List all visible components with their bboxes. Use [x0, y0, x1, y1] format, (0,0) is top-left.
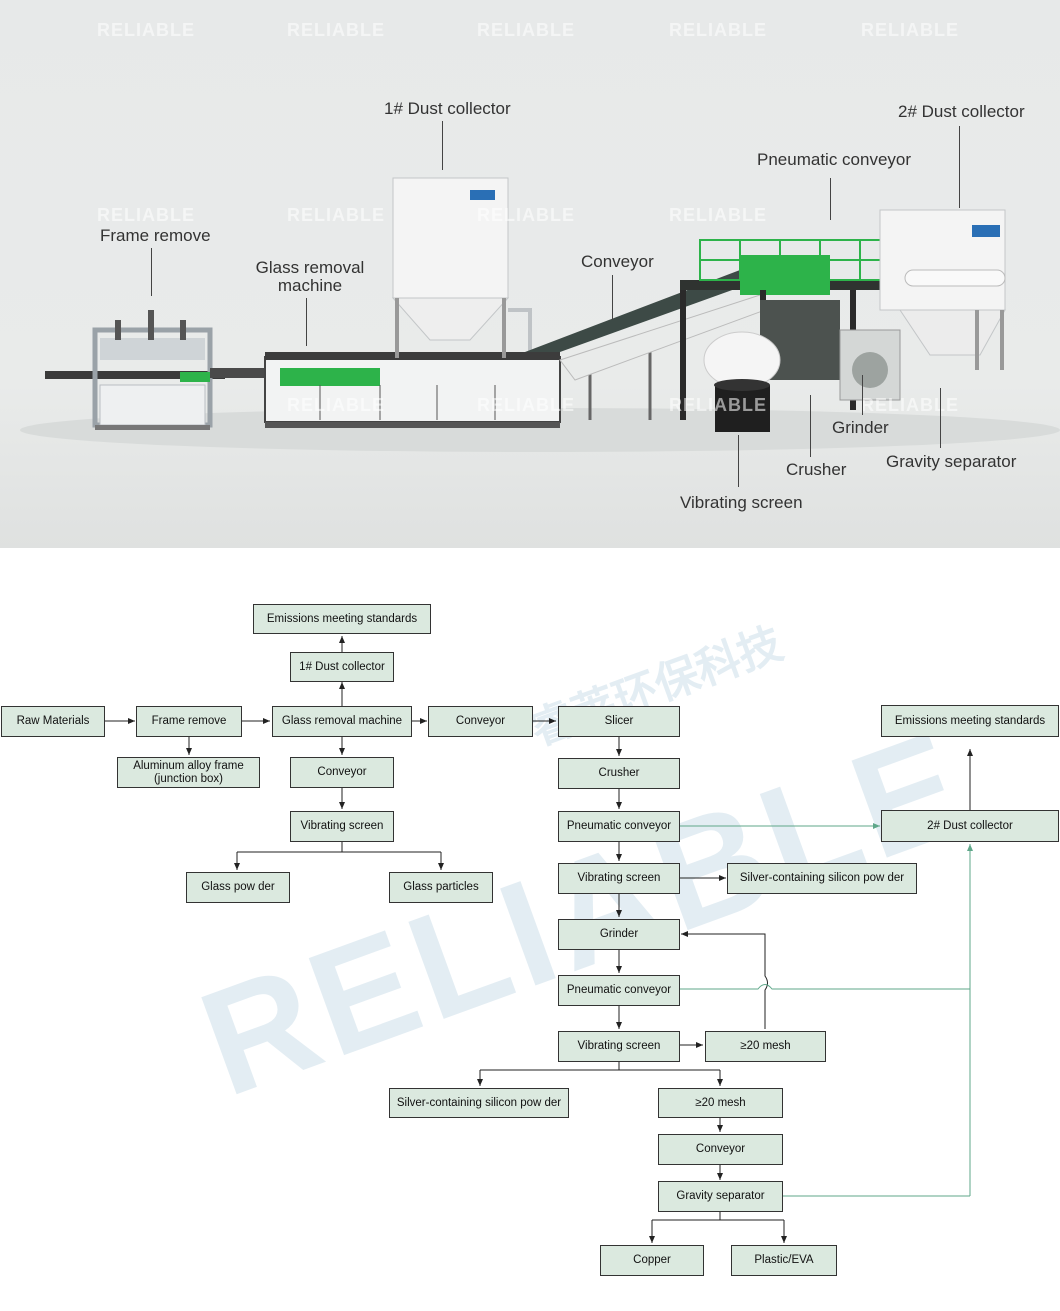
brand-watermark: RELIABLE [669, 205, 767, 225]
label-glass-removal: Glass removal machine [240, 259, 380, 295]
brand-watermark: RELIABLE [287, 20, 385, 40]
leader-line [810, 395, 811, 457]
box-grinder: Grinder [558, 919, 680, 950]
equipment-illustration: RELIABLE RELIABLE RELIABLE RELIABLE RELI… [0, 0, 1060, 548]
leader-line [738, 435, 739, 487]
incline-conveyor [525, 270, 766, 420]
box-mesh-a: ≥20 mesh [705, 1031, 826, 1062]
brand-watermark: RELIABLE [477, 205, 575, 225]
box-frame-remove: Frame remove [136, 706, 242, 737]
label-grinder: Grinder [832, 418, 889, 437]
box-conveyor-c: Conveyor [658, 1134, 783, 1165]
box-conveyor-b: Conveyor [290, 757, 394, 788]
box-pneumatic-conveyor-1: Pneumatic conveyor [558, 811, 680, 842]
frame-remove-machine [45, 310, 225, 430]
flow-connectors [105, 636, 973, 1243]
leader-line [151, 248, 152, 296]
box-vibrating-screen-2: Vibrating screen [558, 863, 680, 894]
leader-line [830, 178, 831, 220]
box-vibrating-screen-1: Vibrating screen [290, 811, 394, 842]
brand-watermark: RELIABLE [97, 20, 195, 40]
dust-collector-1 [391, 177, 532, 358]
leader-line [862, 375, 863, 415]
box-glass-powder: Glass pow der [186, 872, 290, 903]
brand-watermark: RELIABLE [669, 395, 767, 415]
box-dust-collector-1: 1# Dust collector [290, 652, 394, 682]
leader-line [442, 121, 443, 170]
box-emissions-1: Emissions meeting standards [253, 604, 431, 634]
brand-watermark: RELIABLE [861, 395, 959, 415]
glass-removal-machine [264, 352, 561, 428]
crushing-platform [680, 239, 901, 420]
label-frame-remove: Frame remove [100, 226, 211, 245]
box-slicer: Slicer [558, 706, 680, 737]
leader-line [940, 388, 941, 448]
box-glass-removal: Glass removal machine [272, 706, 412, 737]
box-pneumatic-conveyor-2: Pneumatic conveyor [558, 975, 680, 1006]
box-mesh-b: ≥20 mesh [658, 1088, 783, 1118]
box-crusher: Crusher [558, 758, 680, 789]
label-conveyor: Conveyor [581, 252, 654, 271]
box-plastic-eva: Plastic/EVA [731, 1245, 837, 1276]
brand-watermark: RELIABLE [477, 20, 575, 40]
label-dust-collector-2: 2# Dust collector [898, 102, 1025, 121]
box-aluminum-frame: Aluminum alloy frame (junction box) [117, 757, 260, 788]
label-gravity-separator: Gravity separator [886, 452, 1017, 471]
box-vibrating-screen-3: Vibrating screen [558, 1031, 680, 1062]
box-conveyor-a: Conveyor [428, 706, 533, 737]
brand-watermark: RELIABLE [287, 205, 385, 225]
box-glass-particles: Glass particles [389, 872, 493, 903]
box-silver-powder-2: Silver-containing silicon pow der [389, 1088, 569, 1118]
label-glass-removal-line2: machine [277, 276, 343, 295]
box-silver-powder-1: Silver-containing silicon pow der [727, 863, 917, 894]
label-vibrating-screen: Vibrating screen [680, 493, 803, 512]
vibrating-screen-unit [703, 331, 781, 432]
process-flowchart: RELIABLE 睿莱环保科技 [0, 548, 1060, 1311]
label-dust-collector-1: 1# Dust collector [384, 99, 511, 118]
leader-line [612, 275, 613, 320]
production-line-drawing [20, 177, 1060, 452]
box-copper: Copper [600, 1245, 704, 1276]
label-glass-removal-line1: Glass removal [255, 258, 365, 277]
label-crusher: Crusher [786, 460, 847, 479]
box-raw-materials: Raw Materials [1, 706, 105, 737]
box-dust-collector-2: 2# Dust collector [881, 810, 1059, 842]
brand-watermark: RELIABLE [861, 20, 959, 40]
box-gravity-separator: Gravity separator [658, 1181, 783, 1212]
leader-line [959, 126, 960, 208]
box-emissions-2: Emissions meeting standards [881, 705, 1059, 737]
brand-watermark: RELIABLE [669, 20, 767, 40]
brand-watermark: RELIABLE [97, 205, 195, 225]
brand-watermark: RELIABLE [287, 395, 385, 415]
dust-collector-2 [879, 209, 1006, 370]
leader-line [306, 298, 307, 346]
label-pneumatic-conveyor: Pneumatic conveyor [757, 150, 912, 169]
brand-watermark: RELIABLE [477, 395, 575, 415]
